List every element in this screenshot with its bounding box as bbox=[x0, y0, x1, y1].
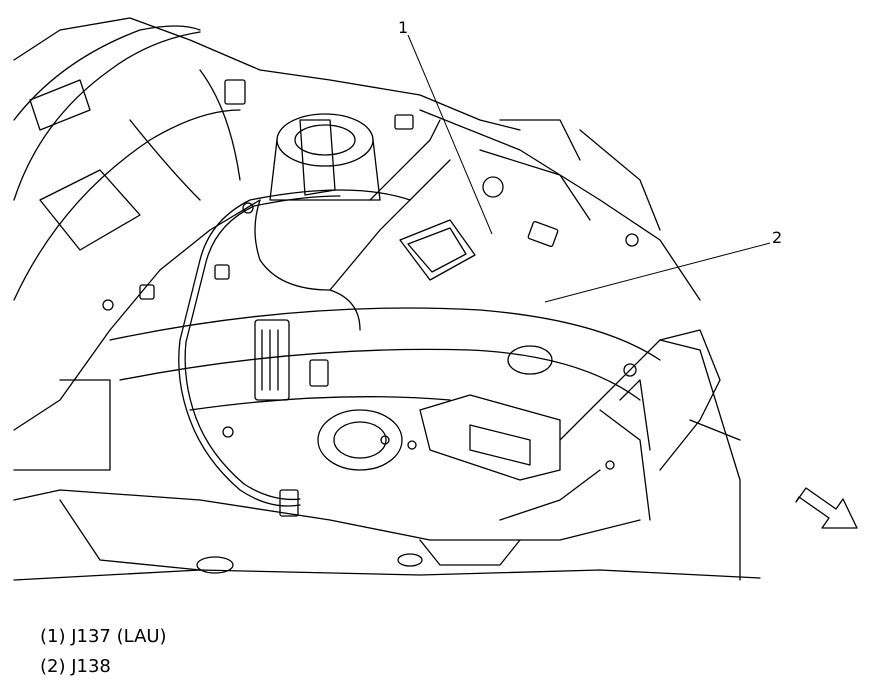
callout-legend: (1) J137 (LAU) (2) J138 bbox=[40, 622, 167, 682]
callout-2: 2 bbox=[772, 228, 782, 247]
legend-item: (2) J138 bbox=[40, 656, 111, 677]
engine-compartment-illustration: 1 2 bbox=[13, 17, 858, 581]
legend-item: (1) J137 (LAU) bbox=[40, 626, 167, 647]
line-drawing: 1 2 bbox=[13, 17, 858, 581]
callout-1: 1 bbox=[398, 18, 408, 37]
front-direction-arrow-icon bbox=[795, 487, 858, 529]
